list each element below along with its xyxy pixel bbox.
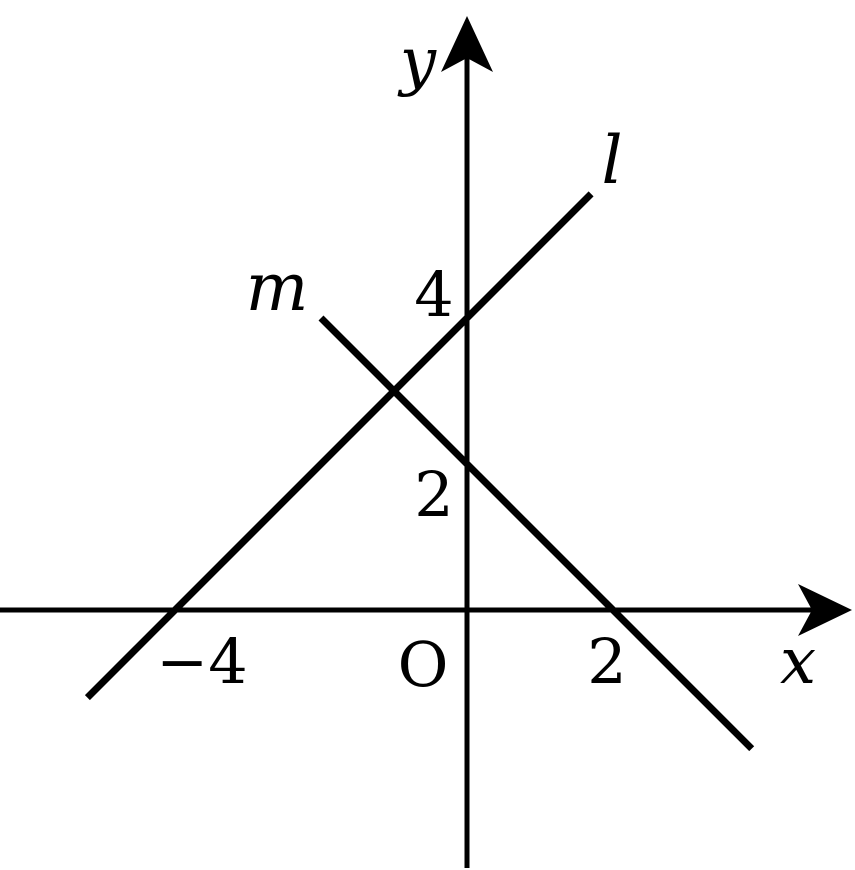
y-tick-label-2: 2	[414, 458, 453, 531]
x-axis-arrowhead	[798, 584, 852, 636]
y-tick-label-4: 4	[414, 258, 453, 331]
x-tick-label-neg4: −4	[156, 625, 247, 698]
line-l-label: l	[601, 122, 622, 199]
line-m	[318, 315, 755, 752]
line-m-label: m	[246, 249, 309, 326]
x-tick-label-2: 2	[587, 625, 626, 698]
y-axis-arrowhead	[441, 16, 493, 72]
origin-label: O	[398, 628, 449, 701]
x-axis-label: x	[780, 625, 816, 699]
line-l	[84, 191, 594, 701]
y-axis-label: y	[397, 25, 437, 99]
